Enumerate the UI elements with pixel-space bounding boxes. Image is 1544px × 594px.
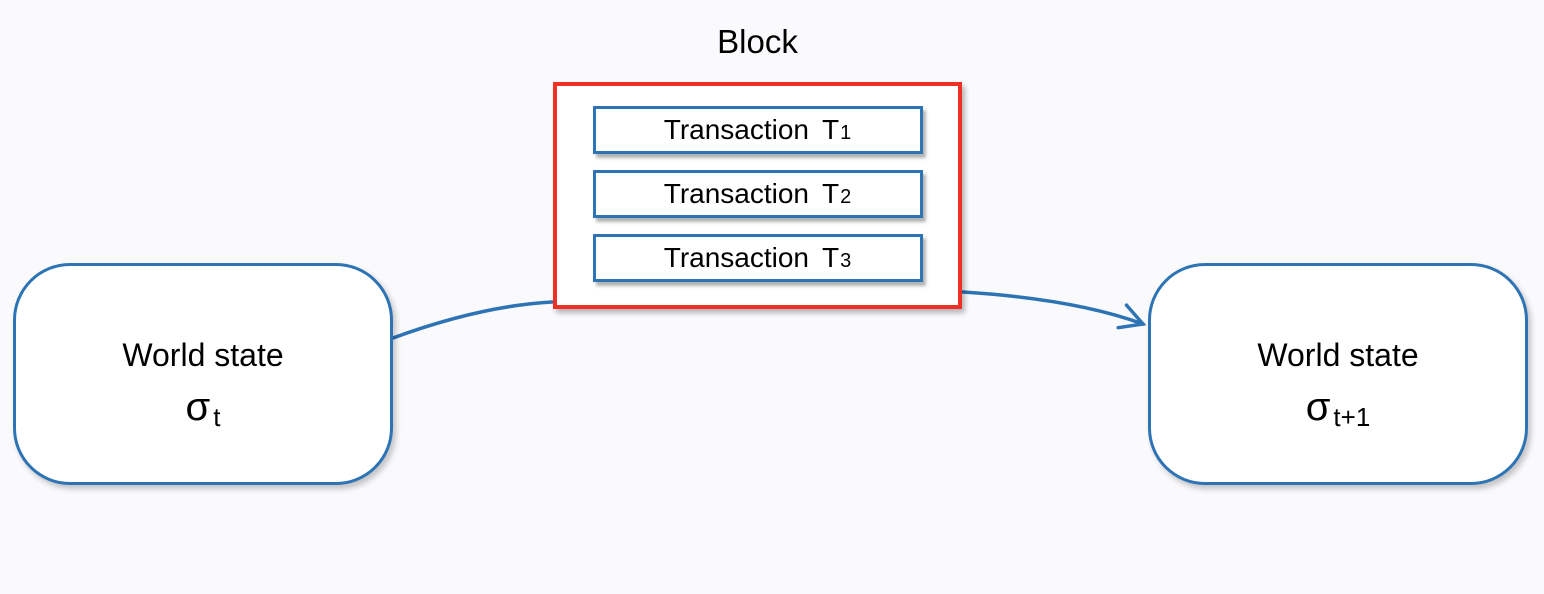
sigma-subscript: t+1 — [1333, 402, 1371, 432]
connector-left-line — [391, 300, 554, 340]
sigma-symbol: σ — [1305, 385, 1331, 429]
transaction-symbol: T — [822, 242, 840, 273]
transaction-symbol: T — [822, 114, 840, 145]
sigma-subscript: t — [213, 402, 221, 432]
transaction-symbol: T — [822, 178, 840, 209]
connector-right-arrow — [961, 290, 1147, 330]
transaction-label: Transaction — [663, 114, 809, 145]
block-title: Block — [717, 23, 798, 60]
world-state-label: World state — [122, 337, 284, 373]
sigma-symbol: σ — [185, 385, 211, 429]
transaction-label: Transaction — [663, 242, 809, 273]
world-state-label: World state — [1257, 337, 1419, 373]
transaction-label: Transaction — [663, 178, 809, 209]
